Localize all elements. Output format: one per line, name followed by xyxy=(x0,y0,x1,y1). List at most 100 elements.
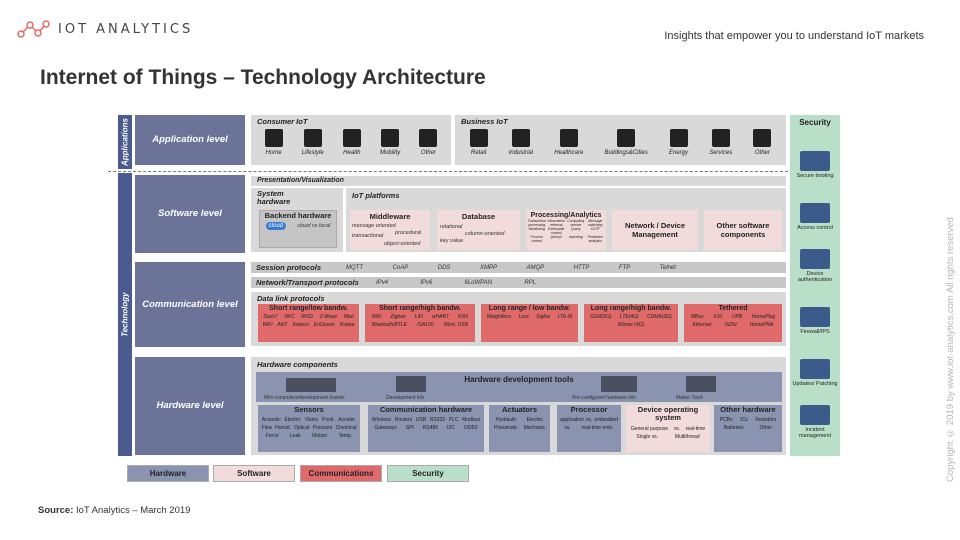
hw-item: Chemical xyxy=(336,424,357,432)
business-label: Buildings&Cities xyxy=(604,150,647,156)
business-label: Services xyxy=(709,150,732,156)
business-label: Retail xyxy=(471,150,486,156)
processing-item: Predictive analytics xyxy=(586,235,606,243)
hw-item: Optical xyxy=(294,424,310,432)
middleware-box: Middleware message oriented transactiona… xyxy=(350,210,430,250)
business-icon-5 xyxy=(712,129,730,147)
hw-item: RS232 xyxy=(430,416,445,424)
hw-item: Acceler. xyxy=(338,416,356,424)
consumer-icon-0 xyxy=(265,129,283,147)
datalink-item: MBus xyxy=(691,314,704,322)
communication-level: Communication level xyxy=(135,262,245,347)
dev-item: Mini computers/development boards xyxy=(264,395,345,401)
hw-item: Batteries xyxy=(724,424,744,432)
security-label: Updates/ Patching xyxy=(793,381,838,387)
security-item: Incident management xyxy=(790,395,840,439)
business-icon-4 xyxy=(670,129,688,147)
hw-item: Other xyxy=(760,424,773,432)
security-label: Access control xyxy=(797,225,833,231)
legend-software: Software xyxy=(213,465,295,482)
other-software-title: Other software components xyxy=(704,221,782,239)
network-protocol: 6LoWPAN xyxy=(465,280,493,286)
consumer-label: Home xyxy=(266,150,282,156)
dev-item: Development kits xyxy=(386,395,424,401)
board-icon xyxy=(286,378,336,392)
processing-item: Query xyxy=(566,227,586,235)
session-protocol: FTP xyxy=(619,265,630,271)
datalink-item: EnOcean xyxy=(314,322,335,330)
app-item: Health xyxy=(343,129,361,156)
hw-item: Pressure xyxy=(313,424,333,432)
datalink-group-title: Short range/low bandw. xyxy=(258,305,359,312)
hw-box-other: Other hardwarePCBsICsResistorsBatteriesO… xyxy=(714,405,782,452)
datalink-item: ISDN xyxy=(725,322,737,330)
datalink-item: Wirel. USB xyxy=(444,322,468,330)
technology-band: Technology xyxy=(118,173,132,456)
datalink-item: ANT xyxy=(277,322,287,330)
hw-item: USB xyxy=(416,416,426,424)
other-software-box: Other software components xyxy=(704,210,782,250)
hw-title: Actuators xyxy=(489,406,550,414)
legend-communications: Communications xyxy=(300,465,382,482)
application-level: Application level xyxy=(135,115,245,165)
middleware-title: Middleware xyxy=(350,212,430,221)
consumer-label: Other xyxy=(421,150,436,156)
layer-divider xyxy=(108,171,788,172)
hw-item: vs. xyxy=(586,416,592,424)
hw-item: RS485 xyxy=(423,424,438,432)
security-icon-1 xyxy=(800,203,830,223)
brand-name: IOT ANALYTICS xyxy=(58,22,193,37)
hw-items: WirelessRoutersUSBRS232PLCModbusGateways… xyxy=(368,414,484,434)
datalink-item: wHART xyxy=(432,314,449,322)
security-item: Secure booting xyxy=(790,135,840,179)
hw-item: vs. xyxy=(564,424,570,432)
app-item: Healthcare xyxy=(554,129,583,156)
database-box: Database relational column-oriented key … xyxy=(437,210,520,250)
session-protocols-label: Session protocols xyxy=(256,263,346,272)
datalink-group-title: Short range/high bandw. xyxy=(365,305,475,312)
hw-item: PCBs xyxy=(720,416,733,424)
business-icon-3 xyxy=(617,129,635,147)
hw-item: Multithread xyxy=(675,433,700,441)
source-note: Source: IoT Analytics – March 2019 xyxy=(38,505,190,516)
datalink-item: UPB xyxy=(732,314,742,322)
database-item: relational xyxy=(440,224,462,230)
hw-item: General purpose xyxy=(631,425,668,433)
security-item: Device authentication xyxy=(790,239,840,283)
app-item: Other xyxy=(753,129,771,156)
consumer-icon-3 xyxy=(381,129,399,147)
business-icon-0 xyxy=(470,129,488,147)
session-protocol: CoAP xyxy=(393,265,409,271)
datalink-item: Dash7 xyxy=(263,314,277,322)
hw-box-comm_hw: Communication hardwareWirelessRoutersUSB… xyxy=(368,405,484,452)
hw-item: PLC xyxy=(449,416,459,424)
hw-item: application xyxy=(560,416,584,424)
business-icon-1 xyxy=(512,129,530,147)
middleware-item: object-oriented xyxy=(384,241,420,247)
datalink-item: LTE(4G) xyxy=(620,314,639,322)
security-item: Access control xyxy=(790,187,840,231)
hw-title: Sensors xyxy=(258,406,360,414)
hw-item: Hydraulic xyxy=(496,416,517,424)
processing-item: Transaction processing xyxy=(527,219,547,227)
legend-hardware: Hardware xyxy=(127,465,209,482)
consumer-icon-1 xyxy=(304,129,322,147)
consumer-label: Health xyxy=(343,150,360,156)
processing-item: Monitoring xyxy=(527,227,547,235)
network-protocol: IPv4 xyxy=(376,280,388,286)
dev-item: Maker Tools xyxy=(676,395,703,401)
hw-item: Acoustic xyxy=(262,416,281,424)
hw-item: ODB2 xyxy=(464,424,478,432)
datalink-item: Wimax (4G) xyxy=(618,322,645,330)
hw-item: Humid. xyxy=(275,424,291,432)
consumer-icon-4 xyxy=(419,129,437,147)
app-item: Retail xyxy=(470,129,488,156)
hw-item: real-time xyxy=(686,425,705,433)
datalink-item: Insteon xyxy=(292,322,308,330)
datalink-item: KNX xyxy=(458,314,468,322)
datalink-group-title: Long range / low bandw. xyxy=(481,305,578,312)
security-item: Firewall/IPS xyxy=(790,291,840,335)
